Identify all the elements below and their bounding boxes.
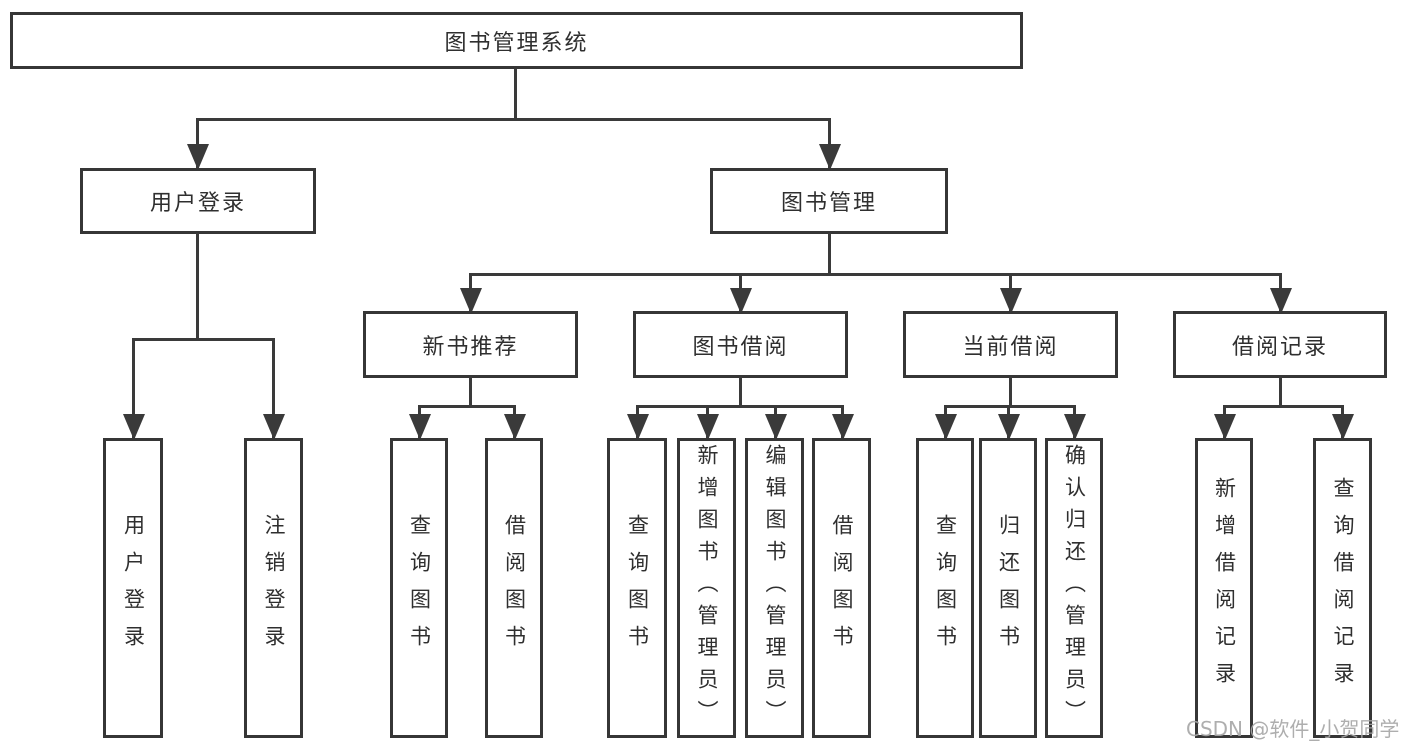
node-label: 用户登录 (149, 191, 246, 216)
arrow-to-borrow-books-recommend (513, 405, 516, 440)
node-label: 图书借阅 (692, 334, 789, 360)
node-label: 图书管理 (780, 191, 877, 216)
arrow-to-leaf-logout (272, 338, 275, 440)
leaf-label: 归还图书 (996, 514, 1021, 662)
arrow-to-current-borrowing (1009, 273, 1012, 314)
node-library-system: 图书管理系统 (10, 12, 1023, 69)
arrow-to-edit-books-admin (774, 405, 777, 440)
node-user-login: 用户登录 (80, 168, 316, 234)
connector-records-trunk (1279, 377, 1282, 407)
connector-borrowing-trunk (739, 377, 742, 407)
leaf-query-books-borrowing: 查询图书 (607, 438, 667, 738)
connector-recommend-trunk (469, 377, 472, 407)
connector-user-login-trunk (196, 233, 199, 339)
node-borrowing-records: 借阅记录 (1173, 311, 1387, 378)
leaf-label: 借阅图书 (830, 514, 854, 662)
leaf-label: 确认归还（管理员） (1062, 444, 1087, 732)
arrow-to-leaf-user-login (132, 338, 135, 440)
connector-root-trunk (514, 69, 517, 119)
node-label: 借阅记录 (1231, 334, 1328, 360)
leaf-query-books-recommend: 查询图书 (390, 438, 448, 738)
arrow-to-query-books-current (944, 405, 947, 440)
leaf-query-borrow-record: 查询借阅记录 (1313, 438, 1372, 738)
arrow-to-borrowing-records (1279, 273, 1282, 314)
connector-records-bus (1223, 405, 1344, 408)
node-new-book-recommend: 新书推荐 (363, 311, 578, 378)
connector-root-bus (196, 118, 831, 121)
leaf-label: 借阅图书 (502, 514, 527, 662)
arrow-to-query-borrow-record (1341, 405, 1344, 440)
connector-book-management-bus (469, 273, 1282, 276)
connector-book-management-trunk (828, 233, 831, 275)
arrow-to-add-books-admin (706, 405, 709, 440)
leaf-confirm-return-admin: 确认归还（管理员） (1045, 438, 1103, 738)
connector-borrowing-bus (636, 405, 844, 408)
arrow-to-borrow-books (841, 405, 844, 440)
node-book-management: 图书管理 (710, 168, 948, 234)
arrow-to-add-borrow-record (1223, 405, 1226, 440)
leaf-return-books: 归还图书 (979, 438, 1037, 738)
leaf-logout-login: 注销登录 (244, 438, 303, 738)
leaf-label: 注销登录 (262, 514, 286, 662)
leaf-label: 新增图书（管理员） (695, 444, 719, 732)
leaf-query-books-current: 查询图书 (916, 438, 974, 738)
watermark: CSDN @软件_小贺同学 (1186, 717, 1400, 741)
arrow-to-user-login (196, 118, 199, 170)
node-current-borrowing: 当前借阅 (903, 311, 1118, 378)
node-label: 新书推荐 (422, 334, 519, 360)
arrow-to-new-book-recommend (469, 273, 472, 314)
leaf-label: 编辑图书（管理员） (763, 444, 787, 732)
connector-recommend-bus (418, 405, 516, 408)
leaf-label: 查询图书 (933, 514, 958, 662)
node-book-borrowing: 图书借阅 (633, 311, 848, 378)
arrow-to-query-books-borrowing (636, 405, 639, 440)
leaf-label: 查询借阅记录 (1331, 477, 1355, 699)
arrow-to-return-books (1007, 405, 1010, 440)
node-label: 图书管理系统 (444, 30, 589, 56)
connector-user-login-bus (132, 338, 274, 341)
arrow-to-book-borrowing (739, 273, 742, 314)
leaf-label: 查询图书 (407, 514, 432, 662)
leaf-label: 查询图书 (625, 514, 650, 662)
arrow-to-book-management (828, 118, 831, 170)
leaf-label: 用户登录 (121, 514, 146, 662)
leaf-borrow-books: 借阅图书 (812, 438, 871, 738)
connector-current-bus (944, 405, 1076, 408)
leaf-label: 新增借阅记录 (1212, 477, 1237, 699)
arrow-to-query-books-recommend (418, 405, 421, 440)
leaf-edit-books-admin: 编辑图书（管理员） (745, 438, 804, 738)
node-label: 当前借阅 (962, 334, 1059, 360)
arrow-to-confirm-return-admin (1073, 405, 1076, 440)
connector-current-trunk (1009, 377, 1012, 407)
leaf-add-borrow-record: 新增借阅记录 (1195, 438, 1253, 738)
leaf-add-books-admin: 新增图书（管理员） (677, 438, 736, 738)
leaf-borrow-books-recommend: 借阅图书 (485, 438, 543, 738)
leaf-user-login: 用户登录 (103, 438, 163, 738)
